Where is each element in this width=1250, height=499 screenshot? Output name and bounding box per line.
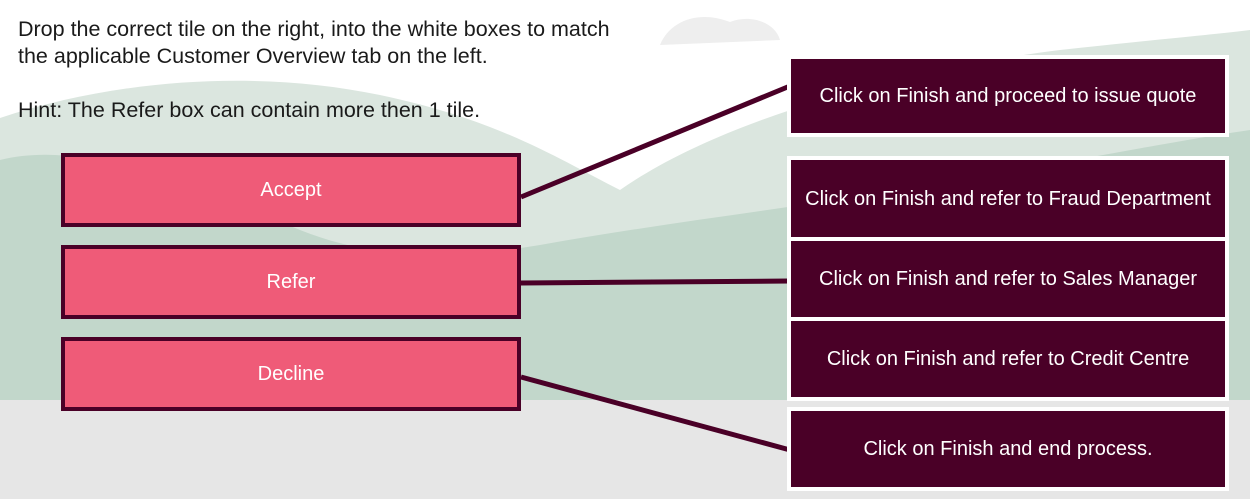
tile-refer-sales-manager[interactable]: Click on Finish and refer to Sales Manag… [791,241,1225,317]
instruction-line-1: Drop the correct tile on the right, into… [18,17,610,41]
refer-label: Refer [266,270,316,293]
instructions: Drop the correct tile on the right, into… [18,16,718,124]
decline-label: Decline [257,362,325,385]
tile-slot-5: Click on Finish and end process. [787,407,1229,491]
refer-drop-box[interactable]: Refer [61,245,521,319]
tile-slot-4: Click on Finish and refer to Credit Cent… [787,317,1229,401]
decline-drop-box[interactable]: Decline [61,337,521,411]
hint-text: Hint: The Refer box can contain more the… [18,98,481,122]
accept-label: Accept [260,178,322,201]
tile-refer-fraud[interactable]: Click on Finish and refer to Fraud Depar… [791,160,1225,237]
tile-end-process[interactable]: Click on Finish and end process. [791,411,1225,487]
accept-drop-box[interactable]: Accept [61,153,521,227]
tile-slot-1: Click on Finish and proceed to issue quo… [787,55,1229,137]
tile-refer-credit-centre[interactable]: Click on Finish and refer to Credit Cent… [791,321,1225,397]
tile-slot-3: Click on Finish and refer to Sales Manag… [787,237,1229,321]
tile-issue-quote[interactable]: Click on Finish and proceed to issue quo… [791,59,1225,133]
instruction-line-2: the applicable Customer Overview tab on … [18,44,488,68]
tile-slot-2: Click on Finish and refer to Fraud Depar… [787,156,1229,241]
